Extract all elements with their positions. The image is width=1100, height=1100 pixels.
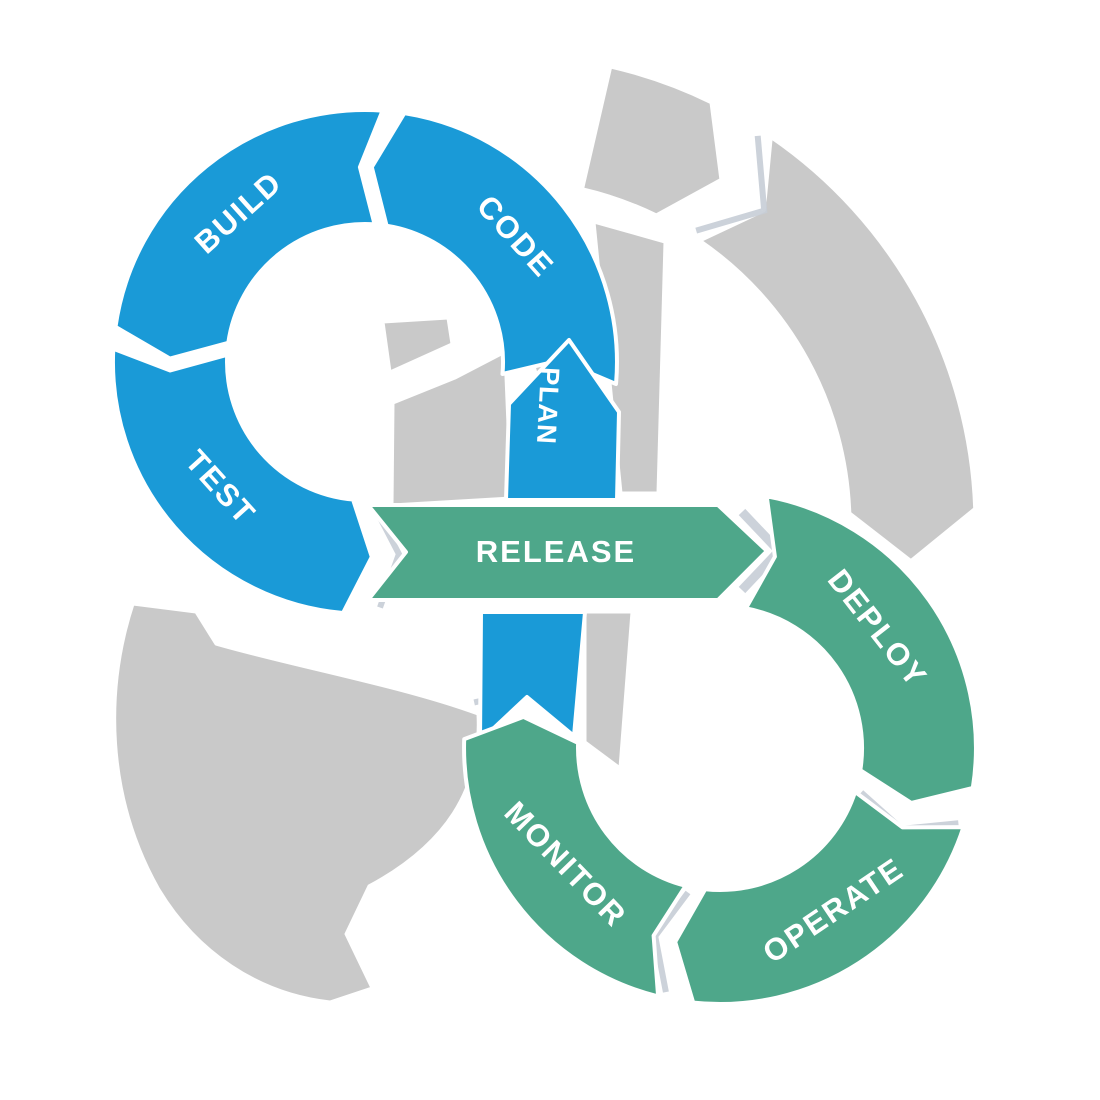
segment-test xyxy=(110,346,374,615)
track-chip-left-of-code xyxy=(381,316,454,374)
gap-accent-gray-track xyxy=(695,135,768,234)
segment-code xyxy=(369,111,619,386)
segment-monitor xyxy=(462,714,688,999)
segment-release xyxy=(366,503,769,602)
stage-label-release: RELEASE xyxy=(476,534,636,569)
track-strip-below-release xyxy=(583,610,634,770)
track-arc-top-right xyxy=(698,136,977,562)
gray-track xyxy=(113,65,977,1004)
segment-operate xyxy=(673,789,966,1007)
stage-label-plan: PLAN xyxy=(531,366,565,445)
segment-deploy xyxy=(743,494,978,805)
track-chip-left-of-plan xyxy=(390,350,513,507)
dev-loop xyxy=(110,108,621,743)
flow-arrow-monitor-to-plan xyxy=(478,610,587,743)
segment-build xyxy=(113,108,385,361)
ops-loop xyxy=(366,494,978,1007)
track-arc-top-segment xyxy=(581,65,723,217)
segment-plan xyxy=(504,338,621,502)
track-arc-bottom-left xyxy=(113,602,480,1004)
